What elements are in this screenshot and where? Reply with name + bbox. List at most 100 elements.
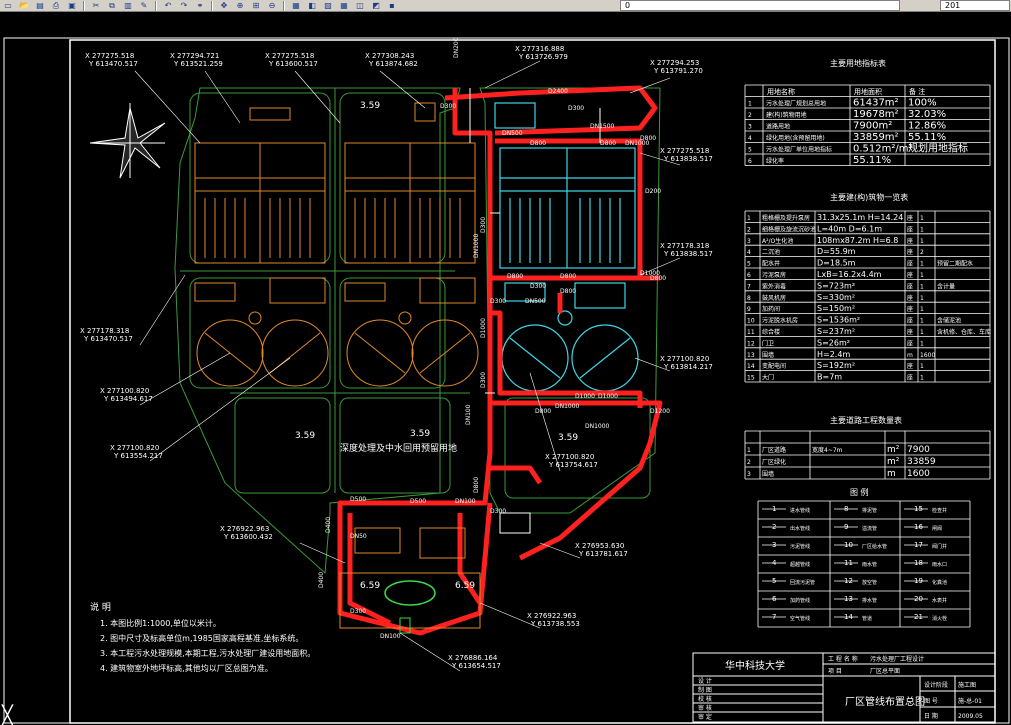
- table-cell: 绿化率: [766, 157, 784, 165]
- zone-outline: [504, 397, 651, 499]
- properties-icon[interactable]: ▦: [292, 1, 300, 10]
- table-cell: 1: [920, 238, 924, 245]
- table-cell: S=192m²: [817, 361, 855, 370]
- legend-key: 6: [772, 595, 777, 603]
- undo-icon[interactable]: ↶: [164, 1, 172, 10]
- layer-state-icon[interactable]: ◩: [372, 1, 380, 10]
- pan-icon[interactable]: ✥: [220, 1, 228, 10]
- table-cell: 3: [747, 238, 751, 245]
- table-cell: 污泥泵房: [762, 271, 786, 279]
- note-line: 2. 图中尺寸及标高单位m,1985国家高程基准,坐标系统。: [100, 633, 303, 643]
- new-icon[interactable]: ▭: [4, 1, 12, 10]
- calculator-icon[interactable]: ▦: [340, 1, 348, 10]
- layer-color-icon[interactable]: ▪: [389, 1, 395, 10]
- zoom-dropdown[interactable]: 201: [940, 0, 1010, 11]
- reserved-aeration-tanks: [194, 102, 479, 387]
- pipe-label: D800: [507, 273, 523, 280]
- table-cell: 31.3x25.1m H=14.24: [817, 213, 903, 222]
- table-title: 主要建(构)筑物一览表: [830, 192, 908, 202]
- legend-label: 闸阀: [932, 525, 942, 532]
- coord-x: X 277178.318: [660, 242, 709, 250]
- legend-label: 出水管线: [790, 525, 810, 532]
- table-cell: 宽度4~7m: [812, 446, 843, 454]
- table-cell: 污泥脱水机房: [762, 317, 798, 325]
- legend-key: 4: [772, 559, 777, 567]
- legend-label: 检查井: [932, 507, 947, 514]
- table-cell: 1: [920, 318, 924, 325]
- table-cell: S=723m²: [817, 281, 855, 290]
- cut-icon[interactable]: ✂: [92, 1, 100, 10]
- layer-manager-icon[interactable]: ◫: [356, 1, 364, 10]
- table-cell: 污水处理厂单位用地指标: [766, 146, 832, 154]
- layer-dropdown[interactable]: 0: [620, 0, 900, 11]
- table-cell: A²/O生化池: [762, 237, 793, 245]
- design-center-icon[interactable]: ◧: [308, 1, 316, 10]
- toolbar-separator: [155, 0, 157, 11]
- match-icon[interactable]: ✎: [140, 1, 148, 10]
- paste-icon[interactable]: ▥: [124, 1, 132, 10]
- table-cell: 座: [907, 339, 913, 347]
- coord-x: X 277316.888: [515, 45, 564, 53]
- elevation-label: 6.59: [455, 581, 475, 591]
- table-cell: 12: [747, 340, 755, 347]
- pipe-label: D200: [645, 188, 661, 195]
- table-cell: 规划用地指标: [908, 142, 968, 155]
- preview-icon[interactable]: ▣: [68, 1, 76, 10]
- link-icon[interactable]: ⚭: [196, 1, 204, 10]
- table-cell: m: [907, 352, 913, 359]
- table-cell: 座: [907, 271, 913, 279]
- table-cell: 7900: [907, 445, 930, 455]
- table-cell: 2: [920, 249, 924, 256]
- table-cell: 座: [907, 305, 913, 313]
- open-icon[interactable]: 📂: [19, 1, 29, 10]
- table-cell: 建(构)筑物用地: [766, 111, 807, 119]
- pipe-label: D1000: [575, 393, 595, 400]
- table-cell: 6: [748, 158, 752, 165]
- legend-key: 3: [772, 541, 776, 549]
- coord-x: X 277308.243: [365, 52, 414, 60]
- table-cell: 1: [748, 101, 752, 108]
- legend-label: 排泥管: [862, 507, 877, 514]
- zoom-realtime-icon[interactable]: ⊕: [236, 1, 244, 10]
- table-cell: 座: [907, 248, 913, 256]
- table-cell: 1: [920, 272, 924, 279]
- table-cell: 座: [907, 294, 913, 302]
- table-cell: m: [887, 469, 896, 479]
- school-name: 华中科技大学: [725, 659, 785, 672]
- table-cell: 32.03%: [908, 109, 946, 120]
- coord-y: Y 613470.517: [83, 335, 133, 343]
- zoom-window-icon[interactable]: ⊞: [252, 1, 260, 10]
- zoom-previous-icon[interactable]: ⊖: [268, 1, 276, 10]
- print-icon[interactable]: ⎙: [52, 0, 60, 10]
- zone-outline: [339, 397, 451, 494]
- copy-icon[interactable]: ⧉: [109, 0, 115, 10]
- legend-label: 化粪池: [932, 579, 947, 586]
- table-cell: 55.11%: [853, 155, 891, 166]
- table-cell: 13: [747, 352, 755, 359]
- zone-outline: [234, 397, 331, 494]
- redo-icon[interactable]: ↷: [180, 1, 188, 10]
- table-cell: D=55.9m: [817, 247, 856, 256]
- legend-label: 雨水管: [862, 561, 877, 568]
- legend-key: 20: [914, 595, 923, 603]
- table-cell: 紫外消毒: [762, 282, 786, 290]
- table-cell: 6: [747, 272, 751, 279]
- coord-x: X 277100.820: [545, 453, 594, 461]
- table-cell: 变配电间: [762, 362, 786, 370]
- toolbar-separator: [83, 0, 85, 11]
- table-header: 备 注: [909, 87, 925, 96]
- pipe-label: D400: [325, 517, 332, 533]
- table-cell: 含计量: [937, 282, 955, 290]
- table-cell: 9: [747, 306, 751, 313]
- table-cell: 座: [907, 282, 913, 290]
- table-cell: 7900m²: [853, 121, 892, 132]
- table-cell: S=1536m²: [817, 316, 860, 325]
- save-icon[interactable]: ▤: [36, 1, 44, 10]
- table-cell: 1: [920, 261, 924, 268]
- coord-x: X 277275.518: [660, 147, 709, 155]
- table-cell: 含机修、仓库、车库: [937, 328, 991, 336]
- tool-palette-icon[interactable]: ▨: [324, 1, 332, 10]
- legend-key: 17: [914, 541, 923, 549]
